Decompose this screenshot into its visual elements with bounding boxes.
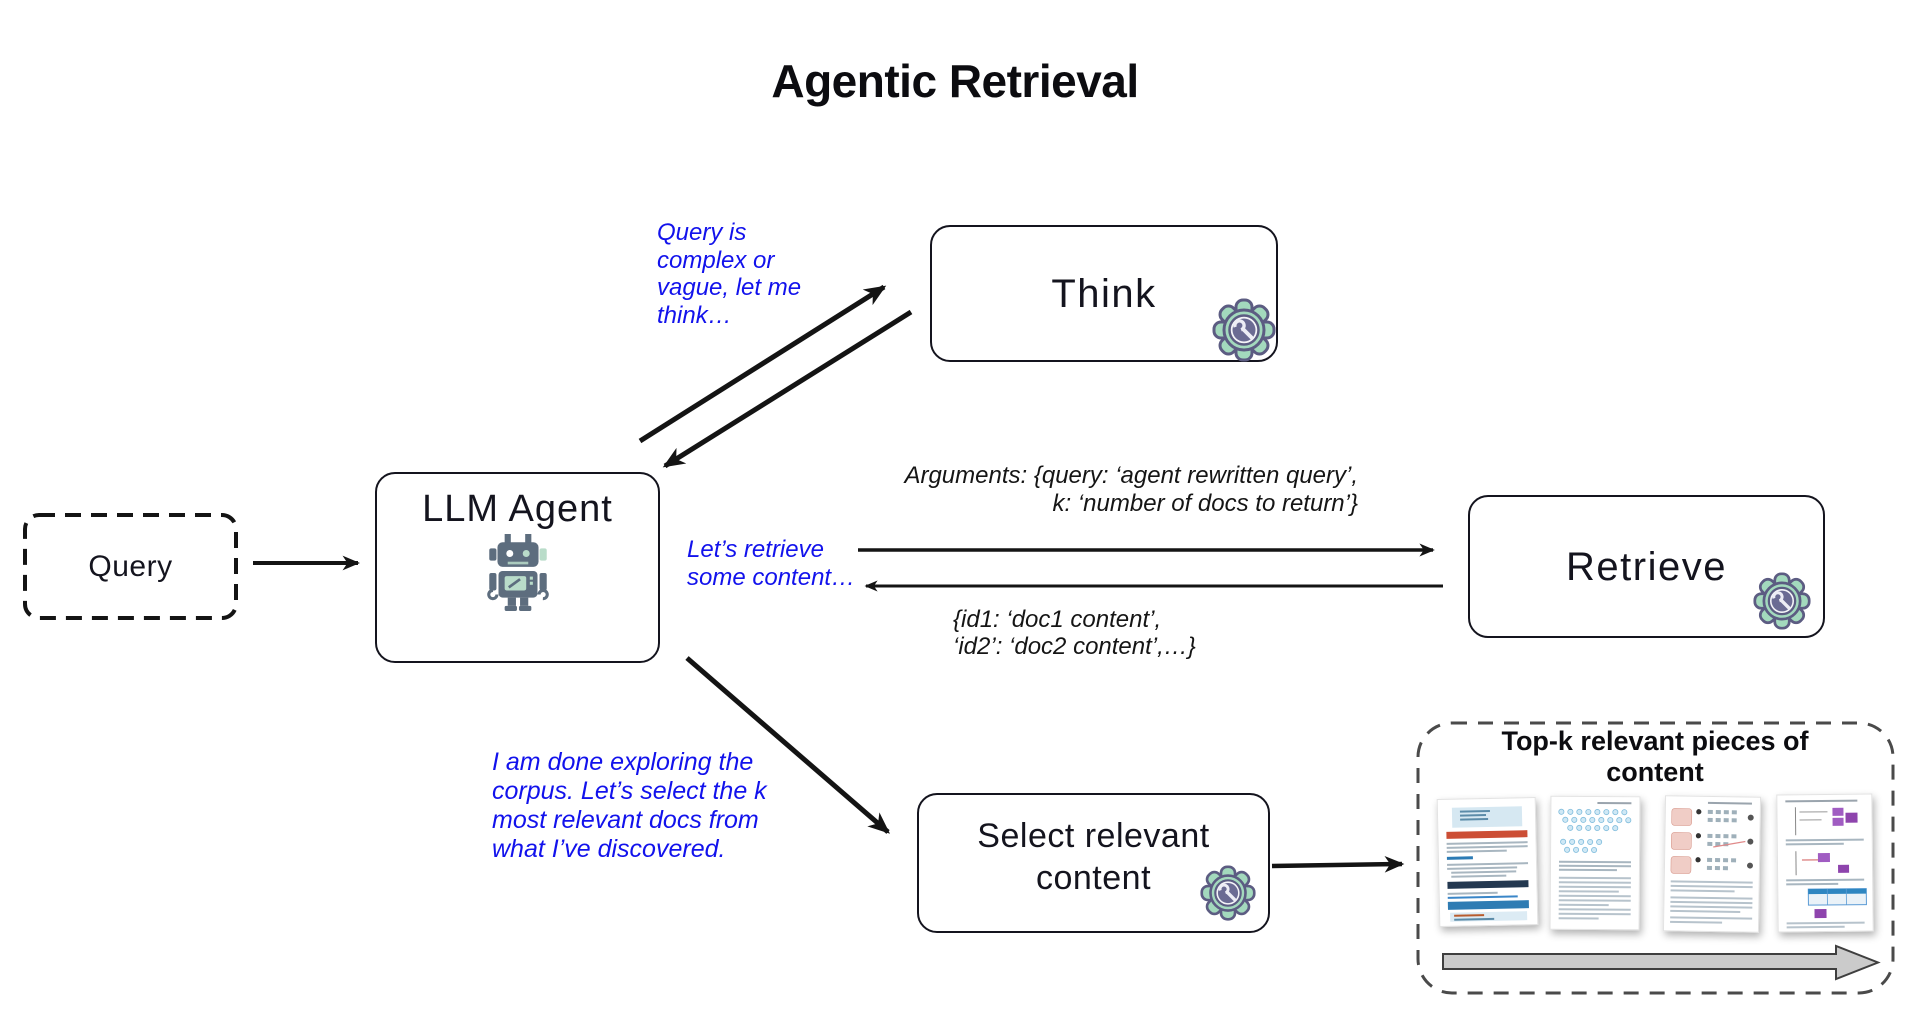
select-thought-text: I am done exploring the corpus. Let’s se…: [492, 748, 767, 863]
robot-icon: [485, 534, 551, 612]
page-title: Agentic Retrieval: [771, 55, 1139, 107]
output-box-title: Top-k relevant pieces of content: [1501, 726, 1809, 787]
retrieve-node: Retrieve: [1468, 495, 1825, 638]
document-thumbnail: [1776, 793, 1874, 933]
document-thumbnail: [1549, 795, 1641, 931]
query-node: Query: [23, 513, 238, 620]
tool-gear-icon: [1200, 865, 1256, 921]
llm-agent-node: LLM Agent: [375, 472, 660, 663]
tool-gear-icon: [1212, 298, 1276, 362]
arrow-think-to-llm: [662, 309, 913, 469]
think-thought-text: Query is complex or vague, let me think…: [657, 219, 802, 329]
tool-gear-icon: [1753, 572, 1811, 630]
llm-agent-label: LLM Agent: [422, 488, 613, 530]
arrow-select-to-output: [1271, 855, 1405, 873]
think-node: Think: [930, 225, 1278, 362]
document-thumbnail: [1662, 795, 1762, 933]
retrieve-thought-text: Let’s retrieve some content…: [687, 536, 856, 591]
think-label: Think: [1051, 271, 1157, 316]
select-content-node: Select relevant content: [917, 793, 1270, 933]
retrieve-arguments-text: Arguments: {query: ‘agent rewritten quer…: [904, 462, 1358, 517]
query-label: Query: [88, 549, 173, 583]
ranking-arrow: [1442, 944, 1881, 981]
document-thumbnail: [1436, 796, 1539, 928]
select-content-label: Select relevant content: [977, 817, 1210, 897]
retrieve-label: Retrieve: [1566, 544, 1727, 589]
retrieve-response-text: {id1: ‘doc1 content’, ‘id2’: ‘doc2 conte…: [953, 606, 1196, 660]
